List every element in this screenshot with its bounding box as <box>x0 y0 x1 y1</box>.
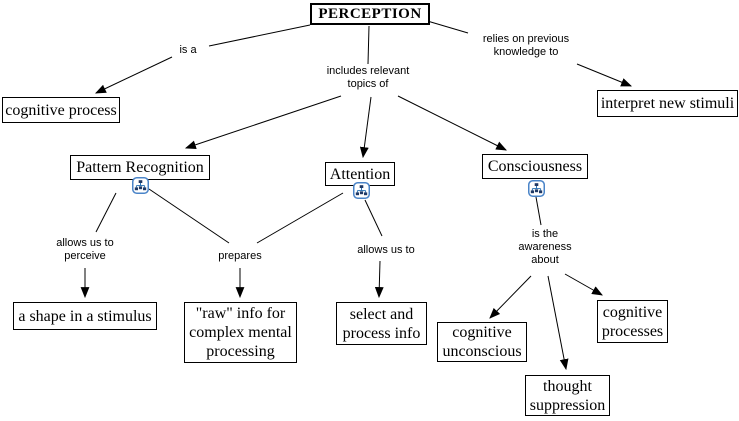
edge-perception-relies <box>423 19 469 34</box>
concept-label: a shape in a stimulus <box>18 307 152 325</box>
edge-attention-prepares <box>256 192 344 244</box>
concept-label: Attention <box>329 165 391 183</box>
concept-box-a-shape-in-a-stimulus[interactable]: a shape in a stimulus <box>13 302 157 330</box>
concept-box-cognitive-process[interactable]: cognitive process <box>2 97 120 123</box>
concept-box-interpret-new-stimuli[interactable]: interpret new stimuli <box>597 90 738 117</box>
linking-phrase-allows-us-to[interactable]: allows us to <box>357 244 415 256</box>
concept-box-cognitive-unconscious[interactable]: cognitive unconscious <box>437 322 527 362</box>
arrow-awareness-thoughtsuppression <box>547 275 569 371</box>
edge-patternrec-allowsperceive <box>95 192 117 233</box>
concept-label: cognitive unconscious <box>442 324 522 360</box>
linking-phrase-is-the-awareness-about[interactable]: is the awareness about <box>518 228 572 266</box>
arrow-relies-interpretnewstimuli <box>576 63 633 87</box>
linking-phrase-allows-us-to-perceive[interactable]: allows us to perceive <box>56 237 114 262</box>
edge-perception-isa <box>208 24 311 47</box>
arrow-includes-attention <box>359 96 372 159</box>
org-chart-resource-icon[interactable] <box>132 177 149 194</box>
arrow-allowsusto-selectprocess <box>374 260 384 299</box>
concept-box-select-and-process-info[interactable]: select and process info <box>336 302 427 345</box>
arrow-isa-cognitiveprocess <box>95 56 173 94</box>
concept-box-perception[interactable]: PERCEPTION <box>310 3 430 25</box>
concept-label: cognitive process <box>5 101 117 119</box>
linking-phrase-is-a[interactable]: is a <box>179 44 197 56</box>
arrow-awareness-cognitiveunconscious <box>489 275 532 319</box>
concept-label: thought suppression <box>529 377 606 414</box>
concept-label: select and process info <box>342 305 421 342</box>
edge-patternrec-prepares <box>148 188 230 244</box>
concept-box-consciousness[interactable]: Consciousness <box>482 154 588 179</box>
edge-perception-includes <box>367 25 370 65</box>
arrow-includes-patternrecognition <box>184 95 342 150</box>
arrow-includes-consciousness <box>397 95 507 151</box>
concept-box-raw-info[interactable]: "raw" info for complex mental processing <box>184 302 297 363</box>
concept-label: "raw" info for complex mental processing <box>189 305 292 360</box>
linking-phrase-prepares[interactable]: prepares <box>218 250 262 262</box>
linking-phrase-relies-on-previous-knowledge-to[interactable]: relies on previous knowledge to <box>482 33 570 58</box>
concept-box-thought-suppression[interactable]: thought suppression <box>525 375 610 416</box>
org-chart-resource-icon[interactable] <box>353 182 370 199</box>
edge-attention-allowsusto <box>364 199 383 237</box>
concept-box-pattern-recognition[interactable]: Pattern Recognition <box>70 155 210 180</box>
concept-label: interpret new stimuli <box>600 95 735 112</box>
linking-phrase-includes-relevant-topics-of[interactable]: includes relevant topics of <box>326 65 410 90</box>
concept-label: PERCEPTION <box>318 5 422 22</box>
edge-consciousness-awareness <box>535 196 542 226</box>
concept-label: Consciousness <box>487 158 583 175</box>
concept-label: cognitive processes <box>601 303 664 340</box>
org-chart-resource-icon[interactable] <box>528 180 545 197</box>
concept-box-cognitive-processes[interactable]: cognitive processes <box>597 300 668 343</box>
concept-label: Pattern Recognition <box>76 159 204 176</box>
arrow-awareness-cognitiveprocesses <box>564 273 603 296</box>
